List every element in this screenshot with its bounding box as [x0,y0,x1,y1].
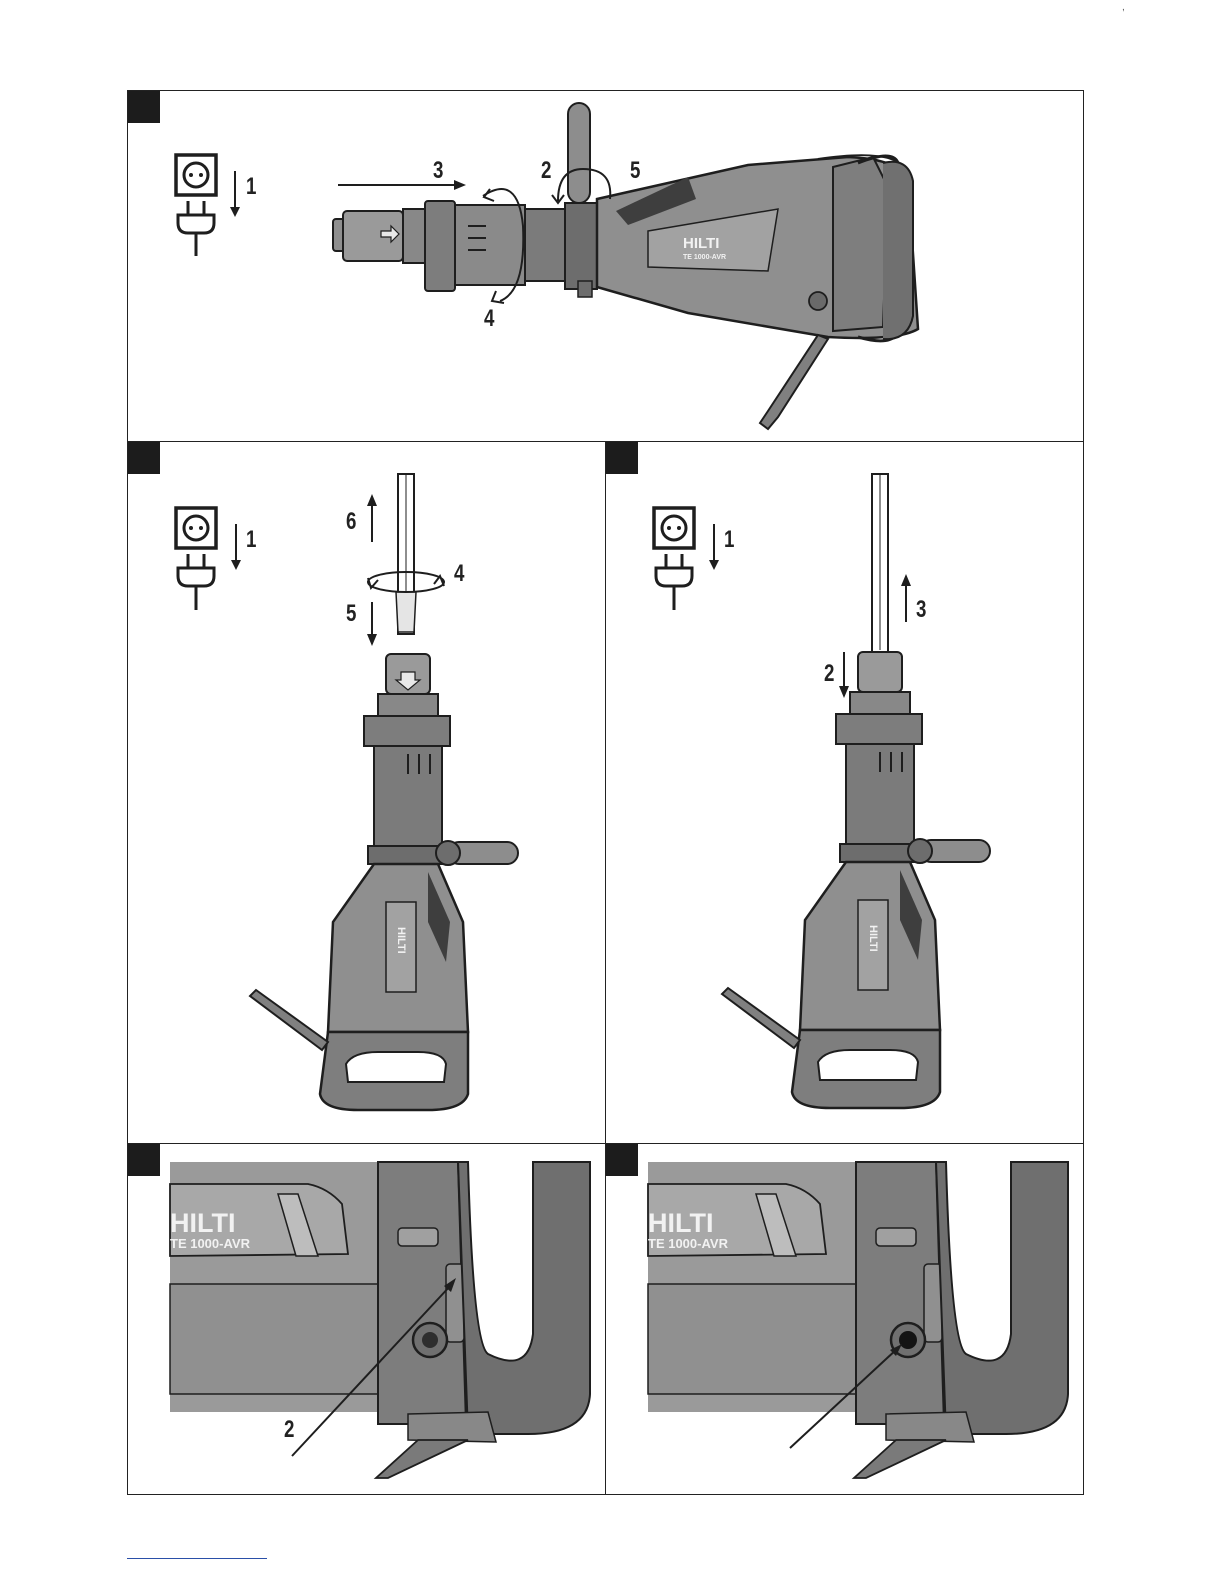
arrow-down-icon [839,652,849,698]
figure-panel-4: HILTI TE 1000-AVR 2 [127,1143,607,1495]
step-label: 4 [454,560,464,588]
figure-panel-1: HILTI TE 1000-AVR 1 3 2 5 4 [127,90,1084,442]
step-label: 3 [916,596,926,624]
handle-closeup-illustration: HILTI TE 1000-AVR [128,1144,607,1495]
handle-closeup-illustration: HILTI TE 1000-AVR [606,1144,1084,1495]
power-socket-icon [176,155,216,195]
breaker-tool: HILTI [722,652,990,1108]
breaker-tool: HILTI [250,654,518,1110]
breaker-vertical-remove-illustration: HILTI [606,442,1084,1145]
arrow-right-icon [338,180,466,190]
figure-panel-5: HILTI TE 1000-AVR [605,1143,1084,1495]
step-label: 1 [246,526,256,554]
arrow-down-icon [230,171,240,217]
model-label: TE 1000-AVR [170,1236,251,1251]
figure-panel-2: HILTI 1 6 4 5 [127,441,607,1145]
chisel-bit [396,474,416,634]
power-socket-icon [654,508,694,548]
hilti-logo: HILTI [395,927,407,954]
hilti-logo: HILTI [170,1208,235,1238]
step-label: 1 [724,526,734,554]
power-plug-icon [178,554,214,610]
power-plug-icon [656,554,692,610]
chisel-bit [872,474,888,652]
footer-link-rule [127,1558,267,1559]
hilti-logo: HILTI [683,235,719,252]
breaker-handle-closeup: HILTI TE 1000-AVR [170,1162,590,1478]
breaker-tool: HILTI TE 1000-AVR [333,103,918,429]
power-plug-icon [178,201,214,256]
step-label: 2 [284,1416,294,1444]
step-label: 2 [824,660,834,688]
step-label: 1 [246,173,256,201]
step-label: 3 [433,157,443,185]
model-label: TE 1000-AVR [683,254,726,261]
arrow-down-icon [709,524,719,570]
step-label: 5 [630,157,640,185]
arrow-down-icon [367,602,377,646]
arrow-up-icon [367,494,377,542]
figure-panel-3: HILTI 1 3 2 [605,441,1084,1145]
hilti-logo: HILTI [867,925,879,952]
arrow-down-icon [231,524,241,570]
power-socket-icon [176,508,216,548]
step-label: 6 [346,508,356,536]
arrow-up-icon [901,574,911,622]
step-label: 5 [346,600,356,628]
hilti-logo: HILTI [648,1208,713,1238]
breaker-handle-closeup: HILTI TE 1000-AVR [648,1162,1068,1478]
page-corner-mark: , [1122,2,1125,13]
model-label: TE 1000-AVR [648,1236,729,1251]
breaker-horizontal-illustration: HILTI TE 1000-AVR [128,91,1084,442]
breaker-vertical-insert-illustration: HILTI [128,442,607,1145]
step-label: 2 [541,157,551,185]
step-label: 4 [484,305,494,333]
